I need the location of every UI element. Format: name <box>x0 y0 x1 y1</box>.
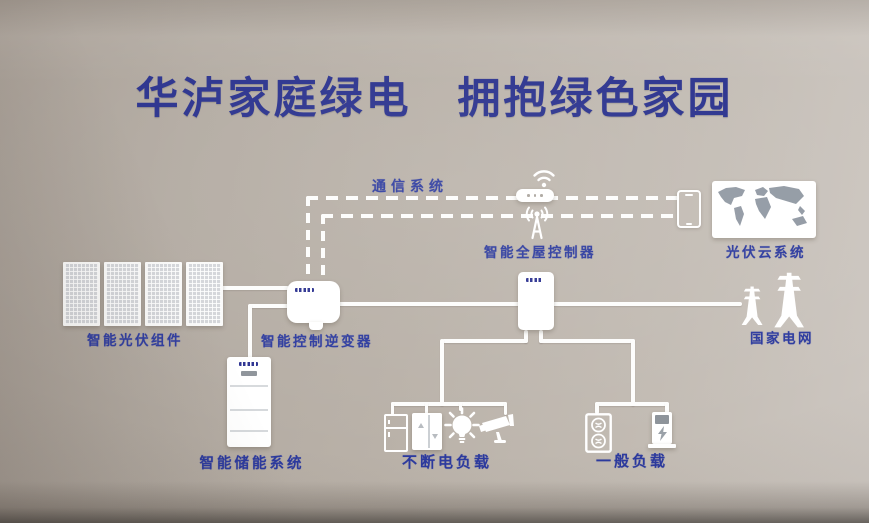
comm-wire-top <box>306 196 680 200</box>
freezer-icon <box>412 413 442 450</box>
router-icon <box>516 189 554 202</box>
pylon-icon <box>741 272 804 328</box>
comm-wire-bottom <box>321 214 680 218</box>
cabinet-divider <box>230 385 268 387</box>
ups-bus-bar <box>391 402 507 406</box>
hybrid-box-icon <box>518 272 554 330</box>
brand-logo <box>239 362 258 366</box>
wire-inverter-to-hybrid <box>338 302 520 306</box>
cabinet-display <box>241 371 257 376</box>
page-title: 华泸家庭绿电 拥抱绿色家园 <box>135 75 734 123</box>
antenna-icon <box>525 206 549 240</box>
comm-wire-drop-inner <box>321 214 325 283</box>
inverter-gland <box>309 322 323 330</box>
inverter-box-icon <box>287 281 340 323</box>
solar-panel-icon <box>63 262 100 326</box>
wifi-icon <box>533 170 555 188</box>
brand-logo <box>295 288 314 292</box>
solar-panel-icon <box>104 262 141 326</box>
bulb-icon <box>444 407 480 443</box>
charger-base <box>648 444 676 448</box>
wire-ups-branch-h <box>442 339 528 343</box>
fridge-icon <box>384 414 408 452</box>
cabinet-divider <box>230 430 268 432</box>
phone-icon <box>677 190 701 228</box>
wire-inverter-to-storage-h <box>248 304 289 308</box>
ev-charger-icon <box>652 412 672 444</box>
cabinet-divider <box>230 409 268 411</box>
general-bus-bar <box>595 402 669 406</box>
solar-panel-icon <box>186 262 223 326</box>
wire-hybrid-to-grid <box>552 302 742 306</box>
world-map-card <box>712 181 816 238</box>
comm-wire-drop-outer <box>306 196 310 283</box>
cctv-camera-icon <box>479 414 514 443</box>
ups-load-label: 不断电负载 <box>401 454 492 471</box>
wire-ups-branch-v <box>440 339 444 406</box>
cloud-label: 光伏云系统 <box>726 245 806 260</box>
pv-label: 智能光伏组件 <box>87 333 183 348</box>
controller-label: 智能全屋控制器 <box>484 245 596 260</box>
battery-cabinet-icon <box>227 357 271 447</box>
pv-array <box>63 262 223 326</box>
air-conditioner-icon <box>585 413 612 453</box>
solar-panel-icon <box>145 262 182 326</box>
brand-logo <box>526 278 542 282</box>
grid-label: 国家电网 <box>750 331 814 346</box>
wire-general-branch-v <box>631 339 635 406</box>
general-load-label: 一般负载 <box>595 453 668 470</box>
wire-general-branch-h <box>539 339 635 343</box>
storage-label: 智能储能系统 <box>199 456 305 472</box>
world-map-icon <box>718 186 807 226</box>
communication-label: 通信系统 <box>372 178 448 194</box>
inverter-label: 智能控制逆变器 <box>261 334 373 349</box>
